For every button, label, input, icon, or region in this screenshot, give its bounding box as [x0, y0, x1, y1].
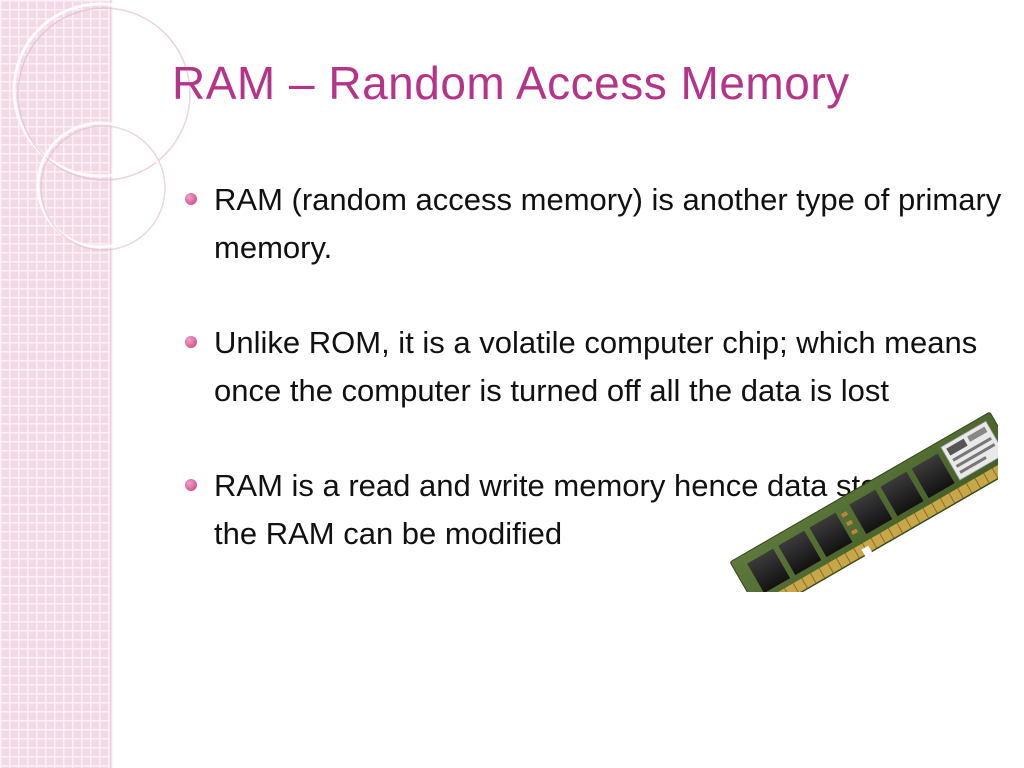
decorative-rings [12, 2, 191, 251]
bullet-item: Unlike ROM, it is a volatile computer ch… [182, 319, 1002, 415]
slide-title: RAM – Random Access Memory [172, 57, 850, 109]
ram-module-icon [730, 412, 998, 592]
bullet-text: Unlike ROM, it is a volatile computer ch… [214, 325, 978, 408]
bullet-item: RAM (random access memory) is another ty… [182, 176, 1002, 272]
side-band-edge [110, 0, 113, 768]
bullet-dot-icon [185, 193, 197, 205]
bullet-dot-icon [185, 336, 197, 348]
bullet-item: RAM is a read and write memory hence dat… [182, 462, 1002, 558]
bullet-list: RAM (random access memory) is another ty… [182, 176, 1002, 558]
bullet-text: RAM is a read and write memory hence dat… [214, 468, 966, 551]
bullet-dot-icon [185, 479, 197, 491]
decorative-side-band [0, 0, 112, 768]
bullet-text: RAM (random access memory) is another ty… [214, 182, 1002, 265]
